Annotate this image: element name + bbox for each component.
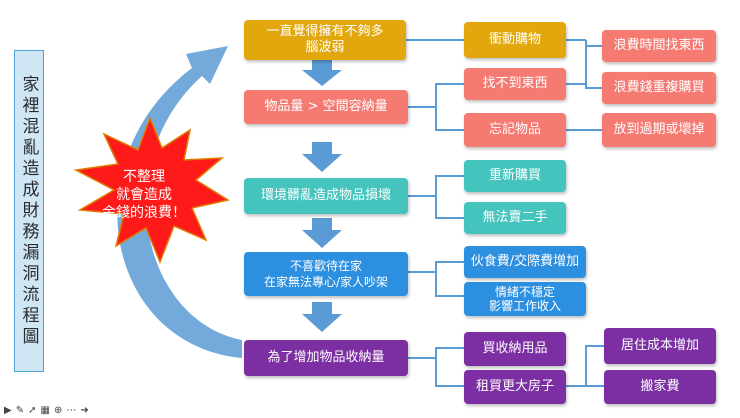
branch-forget: 忘記物品 [464, 113, 566, 147]
main-box-5: 為了增加物品收納量 [244, 340, 408, 376]
down-arrow-4 [302, 302, 342, 332]
branch-cant-sell: 無法賣二手 [464, 202, 566, 234]
branch-rebuy: 重新購買 [464, 160, 566, 192]
branch-emotion: 情緒不穩定 影響工作收入 [464, 282, 586, 316]
next-icon[interactable]: ➜ [80, 404, 89, 416]
branch-cant-find: 找不到東西 [464, 68, 566, 100]
branch-expired: 放到過期或壞掉 [602, 113, 716, 147]
connectors [406, 39, 604, 387]
slides-icon[interactable]: ▦ [40, 404, 50, 416]
main-box-1: 一直覺得擁有不夠多 腦波弱 [244, 20, 406, 60]
branch-living-cost: 居住成本增加 [604, 328, 716, 364]
branch-buy-storage: 買收納用品 [464, 332, 566, 366]
down-arrow-2 [302, 142, 342, 172]
branch-waste-time: 浪費時間找東西 [602, 30, 716, 62]
zoom-icon[interactable]: ⊕ [53, 404, 63, 416]
down-arrow-1 [302, 60, 342, 86]
branch-food-cost: 伙食費/交際費增加 [464, 246, 586, 278]
branch-waste-money: 浪費錢重複購買 [602, 72, 716, 104]
diagram-title: 家裡混亂造成財務漏洞流程圖 [18, 74, 39, 348]
main-box-4: 不喜歡待在家 在家無法專心/家人吵架 [244, 252, 408, 296]
branch-bigger-house: 租買更大房子 [464, 370, 566, 404]
pen-icon[interactable]: ✎ [15, 404, 25, 416]
burst-line-2: 就會造成 [116, 187, 172, 203]
slideshow-toolbar: ▶ ✎ ➚ ▦ ⊕ ⋯ ➜ [0, 402, 124, 418]
main-box-3: 環境髒亂造成物品損壞 [244, 178, 408, 214]
burst-star [73, 115, 230, 265]
burst-line-1: 不整理 [123, 169, 165, 185]
burst-label: 不整理 就會造成 金錢的浪費！ [84, 168, 204, 222]
more-icon[interactable]: ⋯ [66, 404, 77, 416]
burst-line-3: 金錢的浪費！ [102, 205, 186, 221]
play-icon[interactable]: ▶ [4, 404, 12, 416]
branch-impulse-buying: 衝動購物 [464, 22, 566, 58]
title-box: 家裡混亂造成財務漏洞流程圖 [14, 50, 44, 372]
down-arrow-3 [302, 218, 342, 248]
down-arrows [302, 60, 342, 332]
pointer-icon[interactable]: ➚ [28, 404, 37, 416]
main-box-2: 物品量 > 空間容納量 [244, 90, 408, 124]
branch-moving-cost: 搬家費 [604, 370, 716, 404]
